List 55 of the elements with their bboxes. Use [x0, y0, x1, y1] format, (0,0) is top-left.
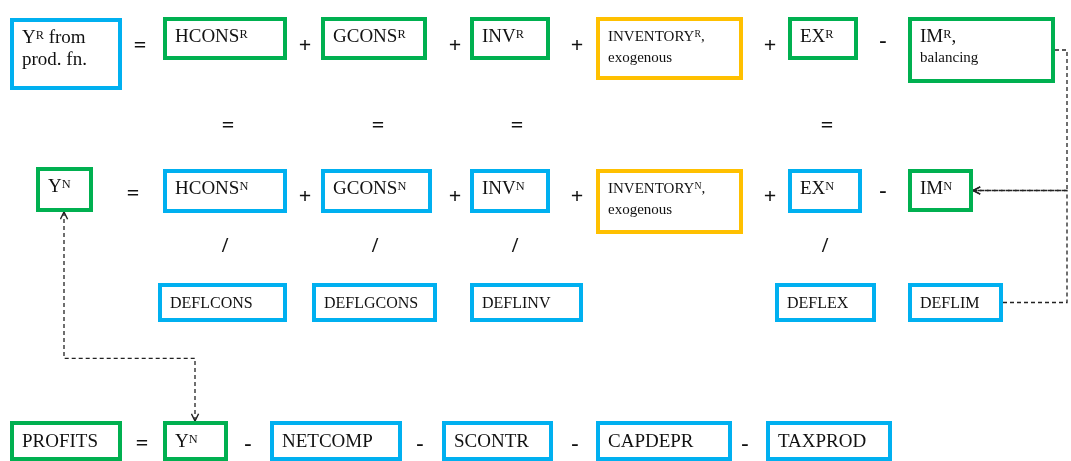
- operator-sign: -: [416, 430, 424, 456]
- variable-box: Y$^{R}$ from prod. fn.: [10, 18, 122, 90]
- operator-sign: -: [571, 430, 579, 456]
- operator-sign: +: [448, 32, 462, 58]
- variable-box: Y$^{N}$: [163, 421, 228, 461]
- variable-box: PROFITS: [10, 421, 122, 461]
- variable-box: DEFLEX: [775, 283, 876, 322]
- variable-box: EX$^{R}$: [788, 17, 858, 60]
- variable-note: exogenous: [608, 48, 674, 67]
- dashed-arrow: [972, 186, 1068, 304]
- dashed-arrow: [59, 211, 200, 422]
- variable-box: DEFLCONS: [158, 283, 287, 322]
- variable-box: CAPDEPR: [596, 421, 732, 461]
- operator-sign: +: [763, 183, 777, 209]
- variable-box: GCONS$^{R}$: [321, 17, 427, 60]
- variable-box: DEFLINV: [470, 283, 583, 322]
- operator-sign: -: [741, 430, 749, 456]
- operator-sign: /: [511, 232, 519, 258]
- operator-sign: =: [135, 430, 149, 456]
- operator-sign: +: [448, 183, 462, 209]
- operator-sign: +: [763, 32, 777, 58]
- variable-box: DEFLIM: [908, 283, 1003, 322]
- operator-sign: =: [510, 112, 524, 138]
- variable-box: DEFLGCONS: [312, 283, 437, 322]
- operator-sign: /: [821, 232, 829, 258]
- variable-box: GCONS$^{N}$: [321, 169, 432, 213]
- operator-sign: =: [820, 112, 834, 138]
- variable-name: INVENTORY$^{R}$,: [608, 27, 706, 46]
- variable-box: EX$^{N}$: [788, 169, 862, 213]
- operator-sign: +: [298, 32, 312, 58]
- operator-sign: /: [371, 232, 379, 258]
- operator-sign: -: [879, 27, 887, 53]
- operator-sign: =: [133, 32, 147, 58]
- variable-note: exogenous: [608, 200, 674, 219]
- variable-box: TAXPROD: [766, 421, 892, 461]
- variable-box: IM$^{N}$: [908, 169, 973, 212]
- variable-box: INV$^{N}$: [470, 169, 550, 213]
- operator-sign: =: [371, 112, 385, 138]
- variable-box: INV$^{R}$: [470, 17, 550, 60]
- variable-box: SCONTR: [442, 421, 553, 461]
- variable-note: balancing: [920, 48, 980, 67]
- operator-sign: -: [244, 430, 252, 456]
- operator-sign: +: [570, 183, 584, 209]
- variable-box: HCONS$^{N}$: [163, 169, 287, 213]
- operator-sign: +: [298, 183, 312, 209]
- variable-box: HCONS$^{R}$: [163, 17, 287, 60]
- variable-name: INVENTORY$^{N}$,: [608, 179, 707, 198]
- variable-name: IM$^{R}$,: [920, 25, 958, 47]
- variable-box: Y$^{N}$: [36, 167, 93, 212]
- operator-sign: +: [570, 32, 584, 58]
- operator-sign: =: [221, 112, 235, 138]
- operator-sign: =: [126, 180, 140, 206]
- operator-sign: /: [221, 232, 229, 258]
- variable-box: NETCOMP: [270, 421, 402, 461]
- operator-sign: -: [879, 177, 887, 203]
